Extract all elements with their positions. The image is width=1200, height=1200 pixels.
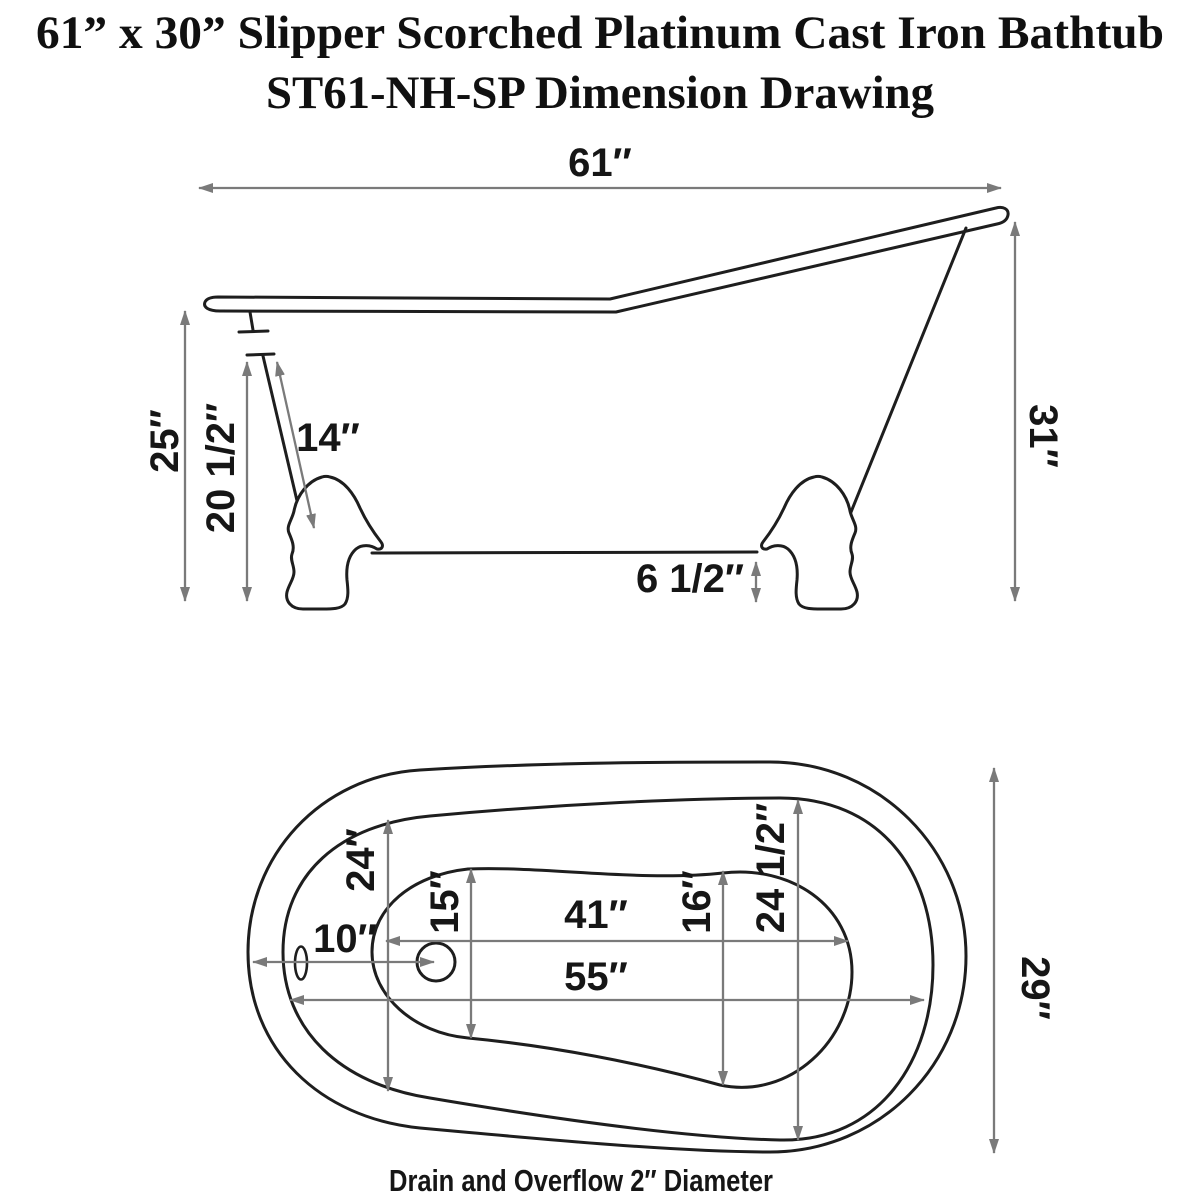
side-view: 61″ 25″ 20 1/2″ 14″ 31″ 6 1/2″ — [143, 141, 1065, 611]
wall-top-tick — [245, 352, 276, 357]
title-block: 61” x 30” Slipper Scorched Platinum Cast… — [36, 7, 1164, 119]
left-claw-foot — [285, 474, 384, 611]
dim-floor-length-label: 41″ — [564, 893, 628, 937]
side-view-dimensions: 61″ 25″ 20 1/2″ 14″ 31″ 6 1/2″ — [143, 141, 1065, 603]
dim-overall-width-label: 29″ — [1013, 956, 1057, 1020]
dim-clearance-label: 6 1/2″ — [636, 557, 744, 601]
outer-rim-outline — [246, 760, 968, 1154]
dim-drain-offset-label: 10″ — [313, 917, 377, 961]
tub-bottom-line — [370, 550, 759, 555]
dim-opening-length-label: 55″ — [564, 955, 628, 999]
dim-height-front-label: 25″ — [143, 409, 187, 473]
top-view-dimensions: 10″ 24″ 15″ 41″ 55″ 16″ 24 1/2″ 29″ — [252, 767, 1057, 1154]
dim-slope-length-line — [275, 361, 316, 529]
dim-floor-width-drain-end-label: 15″ — [423, 870, 467, 934]
title-line-1: 61” x 30” Slipper Scorched Platinum Cast… — [36, 7, 1164, 59]
back-wall-line — [847, 226, 968, 519]
dim-rim-width-back-end-label: 24 1/2″ — [749, 803, 793, 933]
drain-overflow-caption: Drain and Overflow 2″ Diameter — [389, 1163, 773, 1198]
title-line-2: ST61-NH-SP Dimension Drawing — [266, 67, 934, 119]
right-claw-foot — [760, 474, 859, 611]
dim-rim-width-drain-end-label: 24″ — [339, 828, 383, 892]
top-view: 10″ 24″ 15″ 41″ 55″ 16″ 24 1/2″ 29″ Drai… — [246, 760, 1057, 1198]
tub-rim-profile — [203, 205, 1010, 314]
dim-floor-width-back-end-label: 16″ — [675, 870, 719, 934]
drain-fitting — [237, 310, 270, 334]
dim-slope-length-label: 14″ — [296, 416, 360, 460]
dim-height-back-label: 31″ — [1021, 404, 1065, 468]
dim-wall-height-label: 20 1/2″ — [199, 403, 243, 533]
dim-overall-length-label: 61″ — [568, 141, 632, 185]
